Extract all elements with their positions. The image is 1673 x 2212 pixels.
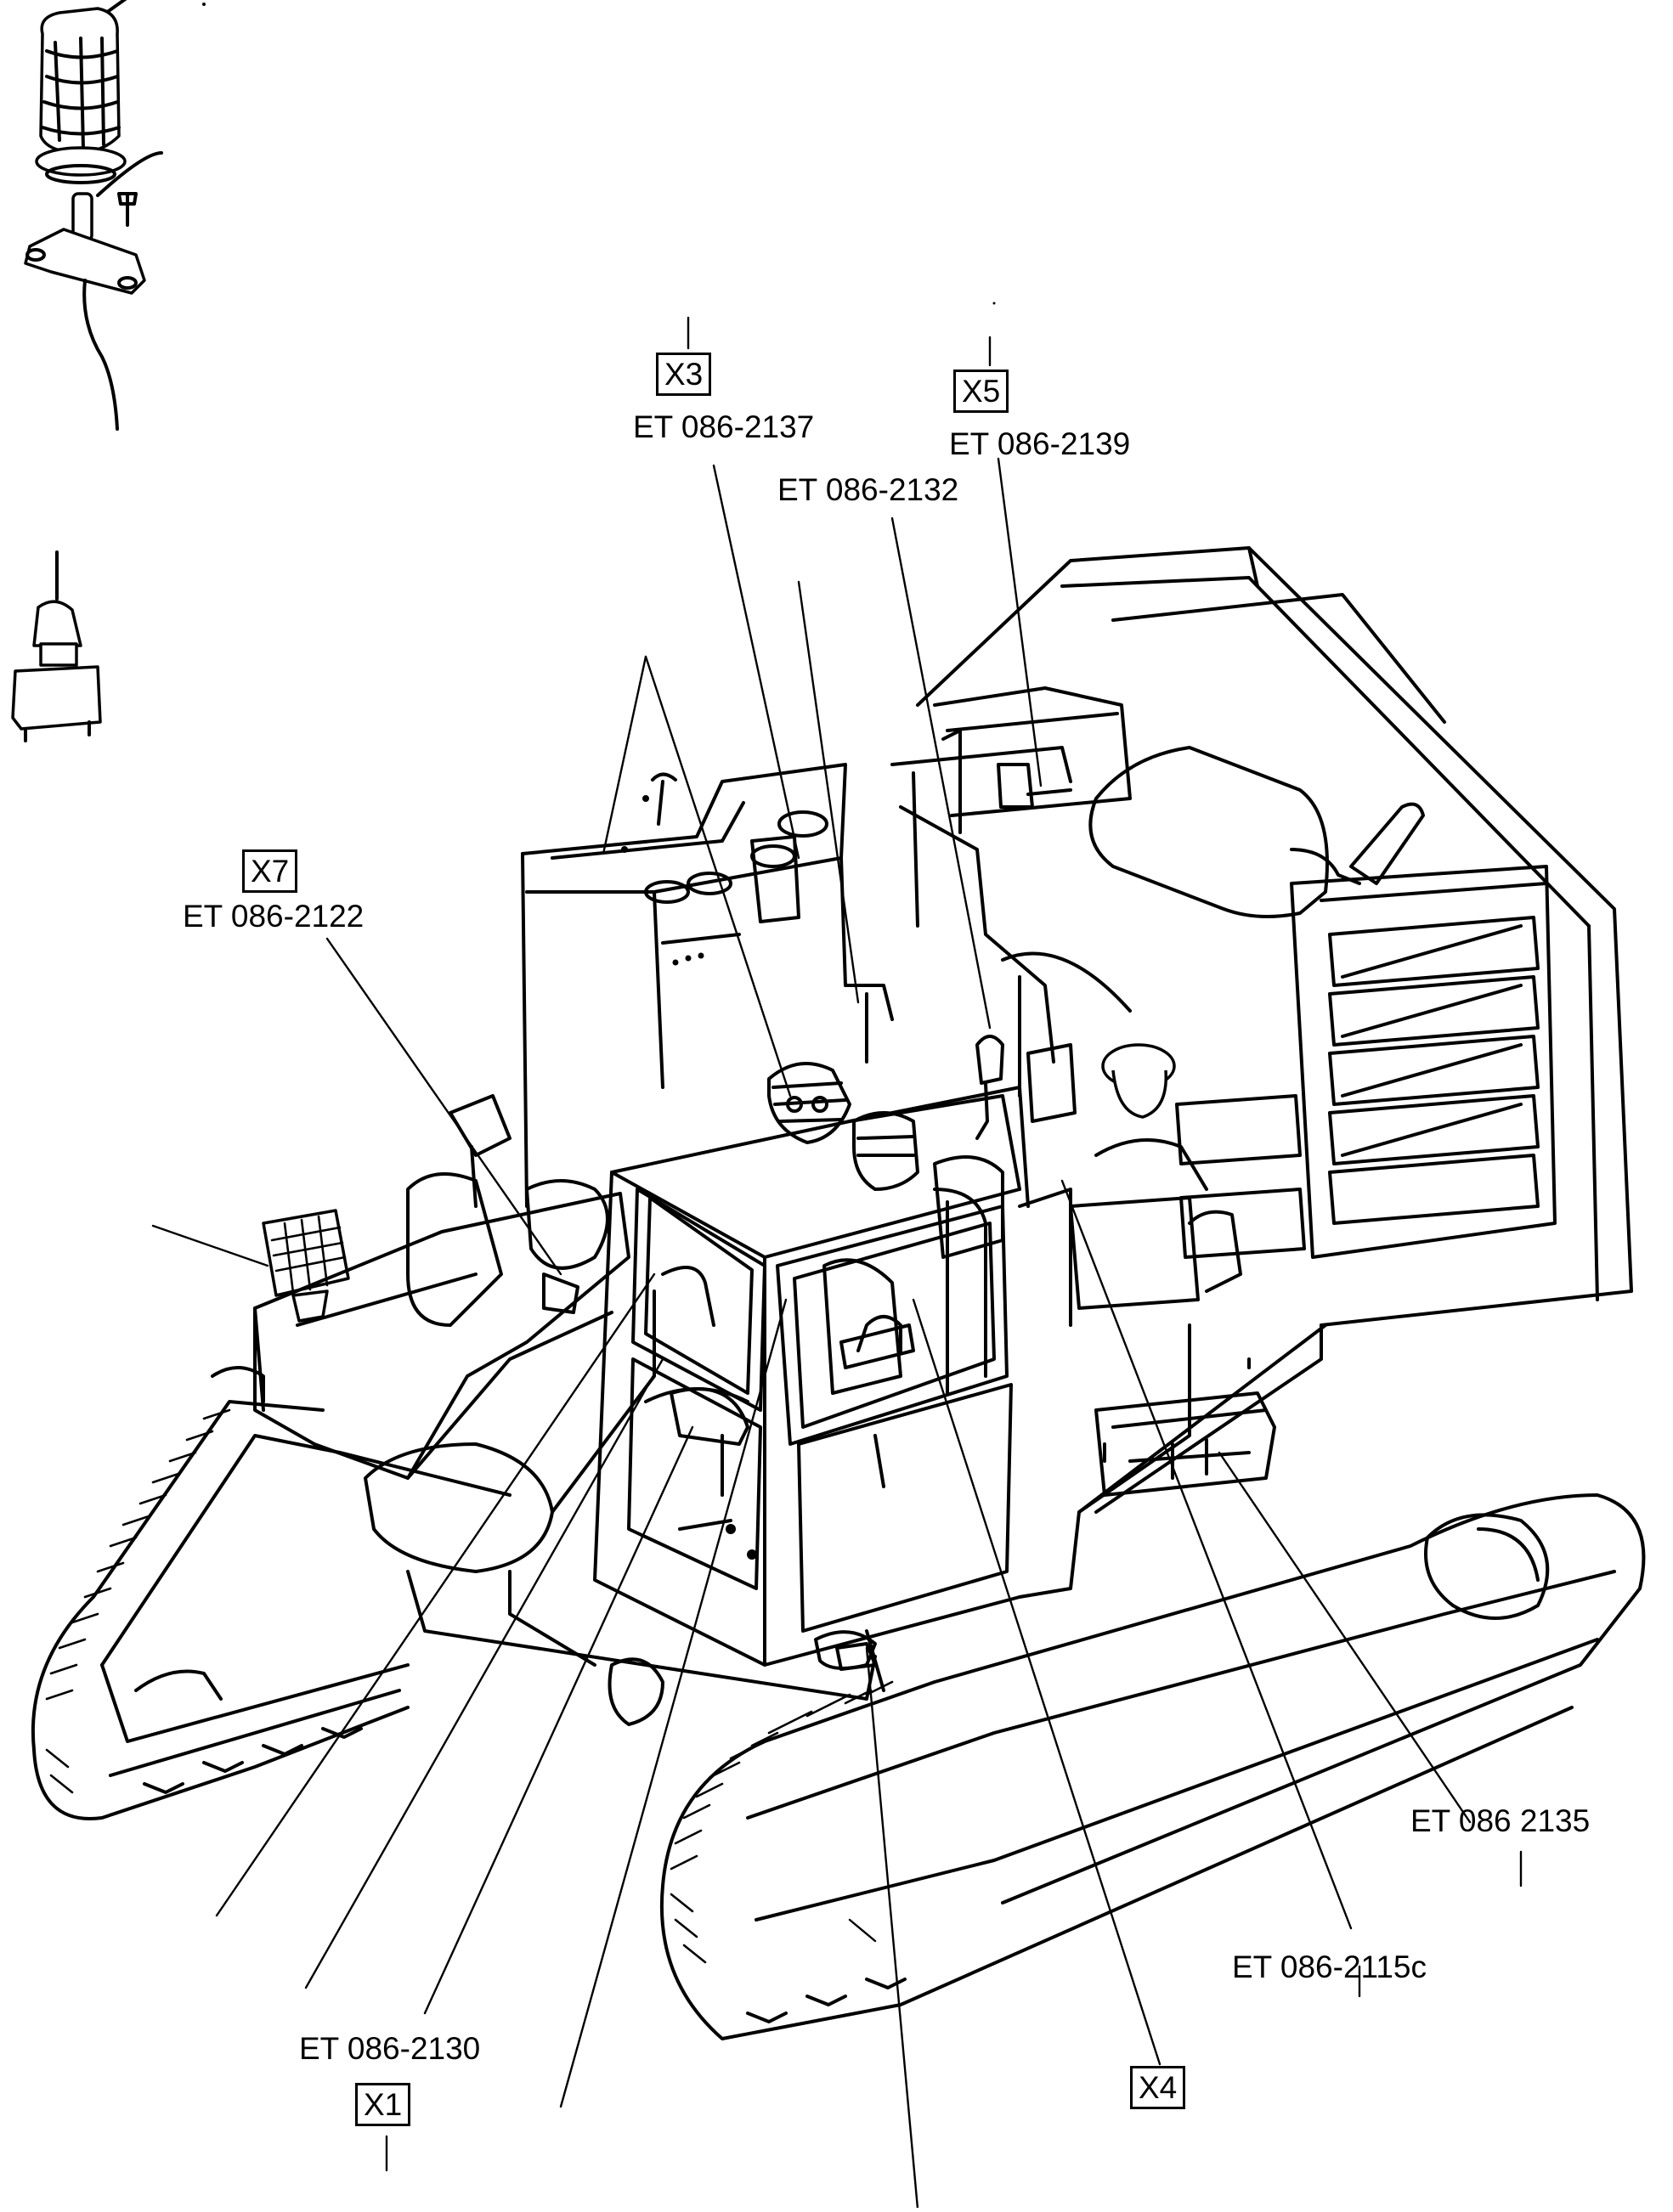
part-number-2137: ET 086-2137 <box>633 409 815 444</box>
part-number-2115c: ET 086-2115c <box>1232 1950 1427 1984</box>
hydraulic-tank <box>521 763 894 1208</box>
left-track <box>31 1366 512 1820</box>
engine-hood <box>916 546 1633 1327</box>
engine-components <box>890 686 1425 1119</box>
connector-label-x4: X4 <box>1130 2066 1186 2109</box>
rotating-beacon-lamp-icon <box>24 0 163 431</box>
part-number-2139: ET 086-2139 <box>949 426 1131 461</box>
part-number-2132: ET 086-2132 <box>777 472 959 507</box>
boom-base <box>253 1094 877 1701</box>
battery-box <box>1094 1391 1276 1497</box>
work-light-icon <box>151 1209 350 1323</box>
connector-label-x3: X3 <box>656 353 712 396</box>
connector-label-x7: X7 <box>242 849 298 893</box>
leader-lines <box>215 316 1523 2210</box>
toggle-switch-icon <box>11 550 102 742</box>
cab <box>593 1086 1030 1667</box>
part-number-2130: ET 086-2130 <box>299 2031 481 2066</box>
connector-label-x5: X5 <box>953 370 1009 413</box>
connector-label-x1: X1 <box>355 2083 411 2126</box>
part-number-2135: ET 086 2135 <box>1410 1803 1591 1838</box>
right-track <box>659 1315 1646 2040</box>
control-valves <box>767 1035 1077 1259</box>
part-number-2122: ET 086-2122 <box>183 899 365 934</box>
